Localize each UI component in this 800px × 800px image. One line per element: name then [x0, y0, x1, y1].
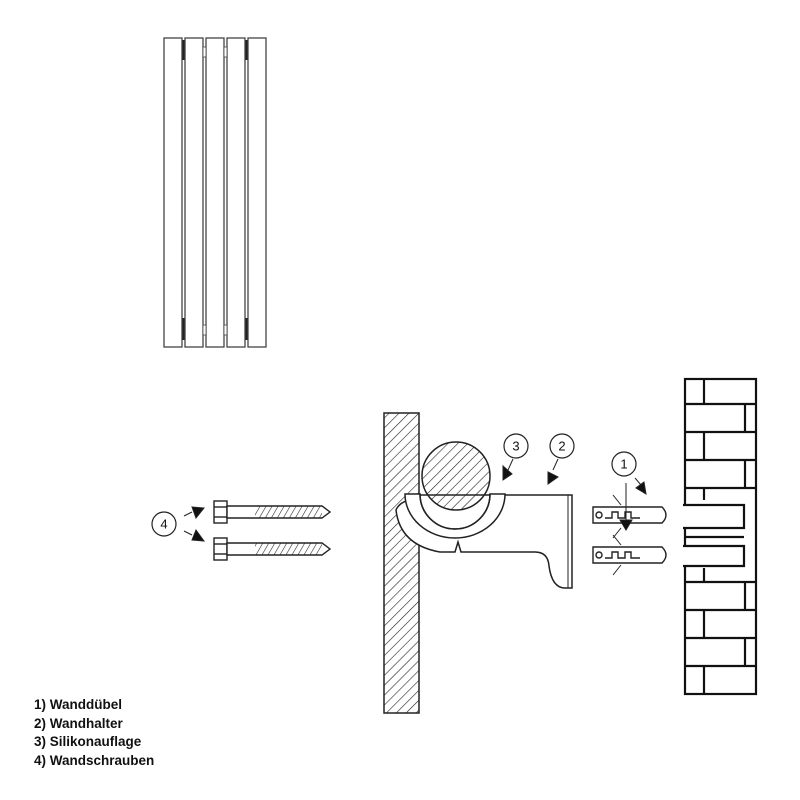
- legend-item: 2) Wandhalter: [34, 715, 123, 731]
- callout-1: 1: [611, 451, 637, 477]
- rod-section: [421, 441, 491, 511]
- radiator-illustration: [163, 37, 267, 348]
- callout-3-label: 3: [512, 439, 519, 454]
- callout-2-label: 2: [558, 439, 565, 454]
- parts-legend: 1) Wanddübel 2) Wandhalter 3) Silikonauf…: [34, 696, 154, 770]
- callout-3: 3: [503, 433, 529, 459]
- wall-dowels: [592, 494, 667, 576]
- callout-2: 2: [549, 433, 575, 459]
- wall-section: [383, 412, 420, 714]
- callout-4-label: 4: [160, 517, 167, 532]
- legend-item: 1) Wanddübel: [34, 697, 122, 712]
- wall-screws: [213, 500, 332, 561]
- callout-4: 4: [151, 511, 177, 537]
- legend-item: 3) Silikonauflage: [34, 734, 142, 749]
- callout-arrows: [183, 458, 647, 542]
- callout-1-label: 1: [620, 457, 627, 472]
- legend-item: 4) Wandschrauben: [34, 752, 155, 768]
- brick-wall: [683, 377, 758, 696]
